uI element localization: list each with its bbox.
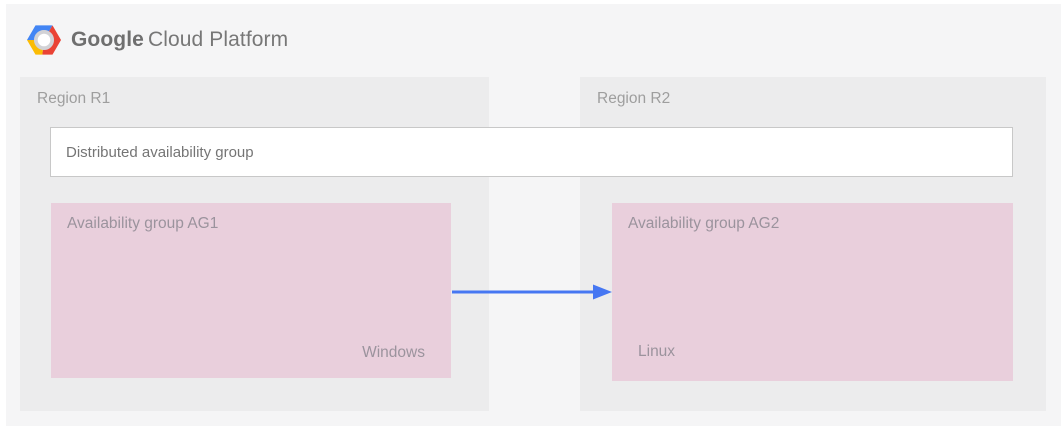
region-r2-label: Region R2 xyxy=(597,90,671,107)
replication-arrow-icon xyxy=(452,284,612,300)
availability-group-ag2-title: Availability group AG2 xyxy=(628,215,780,232)
distributed-availability-group-label: Distributed availability group xyxy=(66,143,254,161)
brand-google: Google xyxy=(71,28,144,51)
region-r1-label: Region R1 xyxy=(37,90,111,107)
availability-group-ag1-box: Availability group AG1 Windows xyxy=(51,203,451,378)
ag2-platform-label: Linux xyxy=(638,343,676,360)
brand-suffix: Cloud Platform xyxy=(147,28,289,51)
availability-group-ag1-title: Availability group AG1 xyxy=(67,215,219,232)
distributed-availability-group-box: Distributed availability group xyxy=(50,127,1013,177)
availability-group-ag2-box: Availability group AG2 Linux xyxy=(612,203,1013,381)
gcp-hexagon-logo-icon xyxy=(27,25,61,55)
ag1-platform-label: Windows xyxy=(362,344,425,361)
